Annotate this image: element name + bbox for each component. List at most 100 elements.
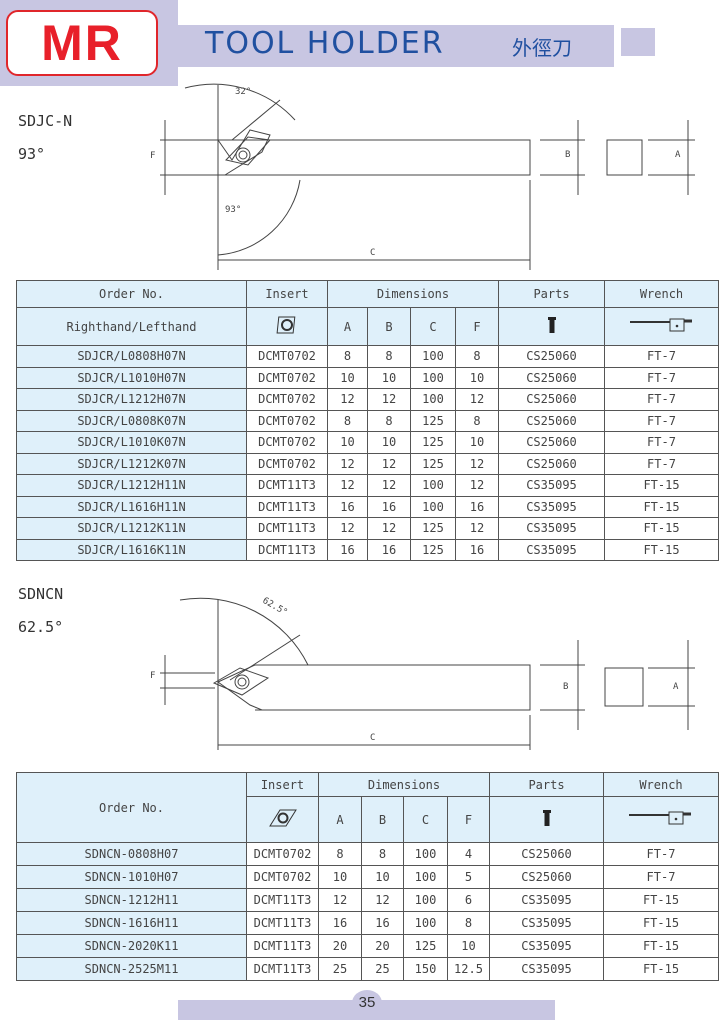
page-title-chinese: 外徑刀	[512, 36, 572, 60]
holder-shank	[255, 664, 531, 711]
brand-logo: MR	[6, 10, 158, 76]
angle-arc-top	[179, 597, 309, 666]
cell-order-no: SDNCN-2020K11	[16, 934, 247, 958]
insert-icon	[246, 307, 328, 346]
cell-dim-f: 10	[455, 366, 499, 389]
cell-dim-c: 100	[410, 495, 456, 518]
cell-insert: DCMT11T3	[246, 538, 328, 561]
cell-parts: CS25060	[498, 345, 605, 368]
screw-icon	[498, 307, 605, 346]
header-a: A	[318, 796, 362, 843]
cell-order-no: SDJCR/L1616K11N	[16, 538, 247, 561]
cell-dim-c: 125	[410, 517, 456, 540]
cell-parts: CS25060	[498, 409, 605, 432]
header-c: C	[403, 796, 448, 843]
cell-order-no: SDJCR/L1010K07N	[16, 431, 247, 454]
header-wrench: Wrench	[604, 280, 719, 308]
cell-dim-a: 16	[318, 911, 362, 935]
section2-angle: 62.5°	[18, 618, 64, 636]
insert-shape	[225, 136, 271, 166]
cell-insert: DCMT11T3	[246, 474, 328, 497]
header-b: B	[367, 307, 411, 346]
cell-order-no: SDNCN-1010H07	[16, 865, 247, 889]
cell-dim-c: 100	[403, 865, 448, 889]
cell-dim-f: 12	[455, 452, 499, 475]
cell-parts: CS35095	[489, 934, 604, 958]
title-square-decoration	[621, 28, 655, 56]
sdjc-drawing: 32° 93° F C B A	[150, 83, 695, 270]
cell-dim-b: 8	[367, 345, 411, 368]
screw-icon	[489, 796, 604, 843]
cell-insert: DCMT11T3	[246, 495, 328, 518]
dim-c-label: C	[370, 248, 375, 258]
cell-insert: DCMT11T3	[246, 888, 319, 912]
angle-label-top: 62.5°	[261, 596, 289, 618]
angle-label-top: 32°	[235, 87, 251, 97]
page-title: TOOL HOLDER	[205, 26, 445, 61]
cell-dim-b: 25	[361, 957, 404, 981]
cell-insert: DCMT0702	[246, 431, 328, 454]
cell-parts: CS25060	[498, 452, 605, 475]
insert-screw	[234, 674, 250, 690]
cell-wrench: FT-15	[603, 957, 719, 981]
header-parts: Parts	[489, 772, 604, 797]
cell-wrench: FT-15	[603, 888, 719, 912]
cell-order-no: SDJCR/L0808H07N	[16, 345, 247, 368]
cell-dim-b: 16	[367, 495, 411, 518]
cell-wrench: FT-7	[603, 865, 719, 889]
cell-wrench: FT-7	[604, 366, 719, 389]
cell-order-no: SDNCN-1616H11	[16, 911, 247, 935]
cell-dim-b: 16	[367, 538, 411, 561]
cell-dim-f: 5	[447, 865, 490, 889]
cell-dim-a: 25	[318, 957, 362, 981]
cell-order-no: SDJCR/L1212H07N	[16, 388, 247, 411]
cell-insert: DCMT11T3	[246, 957, 319, 981]
header-wrench: Wrench	[603, 772, 719, 797]
cell-dim-b: 8	[367, 409, 411, 432]
header-a: A	[327, 307, 368, 346]
cell-dim-f: 10	[455, 431, 499, 454]
cell-parts: CS25060	[498, 366, 605, 389]
cell-order-no: SDJCR/L1010H07N	[16, 366, 247, 389]
cell-dim-f: 10	[447, 934, 490, 958]
cell-dim-f: 4	[447, 842, 490, 866]
header-f: F	[447, 796, 490, 843]
cell-insert: DCMT0702	[246, 366, 328, 389]
cell-dim-c: 100	[403, 842, 448, 866]
cell-dim-a: 10	[318, 865, 362, 889]
cell-dim-f: 8	[455, 409, 499, 432]
cell-order-no: SDJCR/L0808K07N	[16, 409, 247, 432]
cell-dim-a: 12	[327, 452, 368, 475]
cell-dim-f: 6	[447, 888, 490, 912]
cell-parts: CS35095	[489, 911, 604, 935]
cell-parts: CS35095	[489, 888, 604, 912]
cell-wrench: FT-7	[604, 452, 719, 475]
header-insert: Insert	[246, 772, 319, 797]
cell-dim-c: 125	[410, 409, 456, 432]
sdncn-drawing: 62.5° F C B A	[150, 596, 695, 750]
cell-dim-a: 10	[327, 431, 368, 454]
cell-dim-b: 12	[367, 474, 411, 497]
cell-dim-b: 8	[361, 842, 404, 866]
header-c: C	[410, 307, 456, 346]
dim-c-label: C	[370, 733, 375, 743]
cell-wrench: FT-7	[604, 388, 719, 411]
cell-order-no: SDJCR/L1212K11N	[16, 517, 247, 540]
cell-parts: CS25060	[489, 865, 604, 889]
cell-parts: CS25060	[498, 388, 605, 411]
cell-insert: DCMT0702	[246, 409, 328, 432]
cell-dim-a: 10	[327, 366, 368, 389]
cell-wrench: FT-7	[604, 409, 719, 432]
page-number: 35	[352, 990, 382, 1016]
header-insert: Insert	[246, 280, 328, 308]
cell-wrench: FT-15	[603, 934, 719, 958]
cell-parts: CS25060	[489, 842, 604, 866]
header-f: F	[455, 307, 499, 346]
